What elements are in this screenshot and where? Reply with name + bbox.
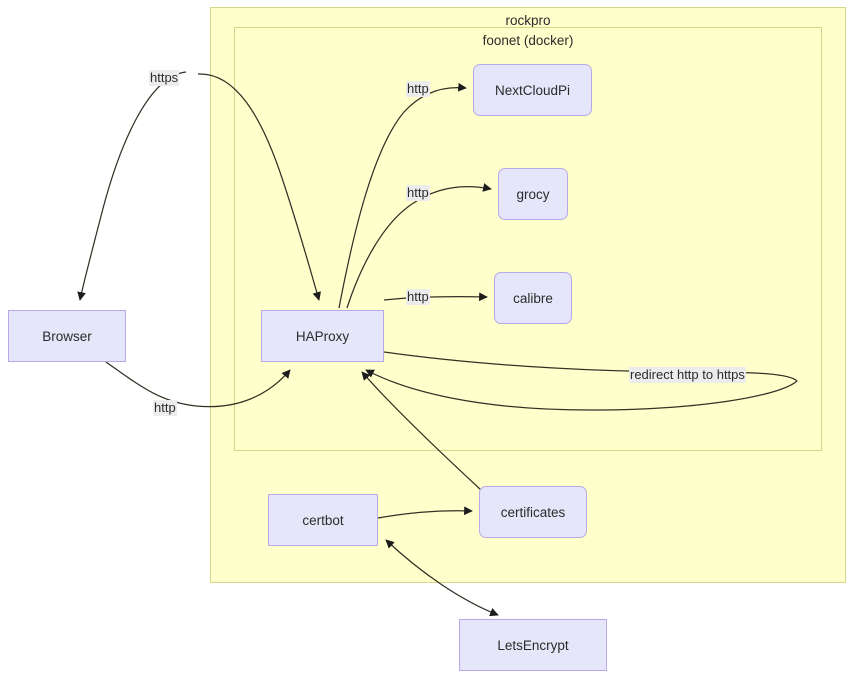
edge-label-redirect: redirect http to https — [629, 367, 746, 383]
node-certbot-label: certbot — [302, 512, 344, 528]
node-nextcloudpi[interactable]: NextCloudPi — [473, 64, 592, 116]
node-grocy[interactable]: grocy — [498, 168, 568, 220]
node-browser-label: Browser — [42, 328, 92, 344]
edge-label-http-grocy: http — [406, 185, 430, 201]
edge-haproxy-calibre — [383, 292, 488, 302]
node-haproxy[interactable]: HAProxy — [261, 310, 384, 362]
node-nextcloudpi-label: NextCloudPi — [494, 82, 571, 98]
node-haproxy-label: HAProxy — [295, 328, 350, 344]
edge-label-https: https — [149, 70, 180, 86]
edge-haproxy-nextcloudpi — [338, 82, 467, 309]
edge-haproxy-redirect-back — [365, 369, 798, 411]
node-letsencrypt[interactable]: LetsEncrypt — [459, 619, 607, 671]
container-rockpro-label: rockpro — [505, 13, 551, 28]
edge-label-http-browser: http — [153, 400, 177, 416]
edge-label-http-nextcloudpi: http — [406, 81, 430, 97]
node-calibre-label: calibre — [513, 290, 553, 306]
node-certbot[interactable]: certbot — [268, 494, 378, 546]
edge-certbot-letsencrypt — [385, 539, 499, 617]
edge-certificates-haproxy — [361, 371, 482, 491]
edge-browser-haproxy-https-in — [197, 73, 321, 301]
edge-haproxy-grocy — [346, 183, 492, 309]
node-certificates-label: certificates — [500, 504, 566, 520]
node-calibre[interactable]: calibre — [494, 272, 572, 324]
node-letsencrypt-label: LetsEncrypt — [497, 637, 569, 653]
edge-browser-haproxy-https-out — [77, 71, 187, 301]
node-browser[interactable]: Browser — [8, 310, 126, 362]
edge-label-http-calibre: http — [406, 289, 430, 305]
edge-browser-haproxy-http — [105, 361, 291, 408]
node-certificates[interactable]: certificates — [479, 486, 587, 538]
node-grocy-label: grocy — [516, 186, 550, 202]
edge-certbot-certificates — [377, 506, 473, 519]
container-foonet-label: foonet (docker) — [482, 33, 574, 48]
